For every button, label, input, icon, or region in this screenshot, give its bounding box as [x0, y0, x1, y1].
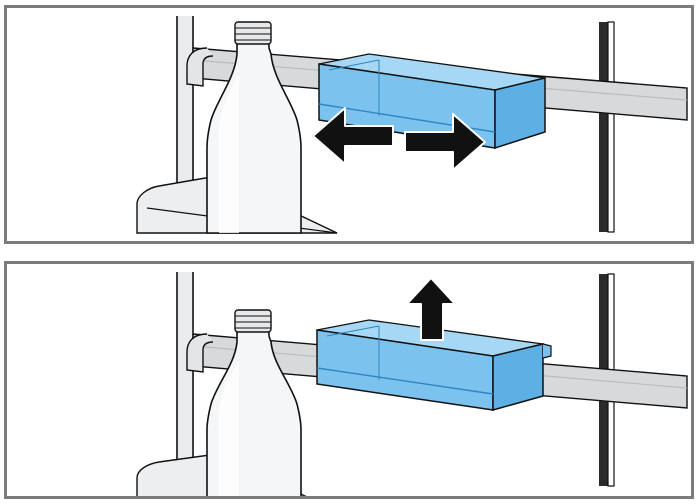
remove-illustration — [136, 272, 688, 496]
bottle — [206, 21, 302, 234]
slide-left-right-arrow — [312, 107, 486, 171]
slide-illustration — [136, 16, 688, 234]
panel-slide-step — [4, 5, 694, 244]
bottle — [206, 309, 302, 496]
panel-remove-step — [4, 261, 694, 499]
lift-up-arrow — [406, 277, 456, 341]
